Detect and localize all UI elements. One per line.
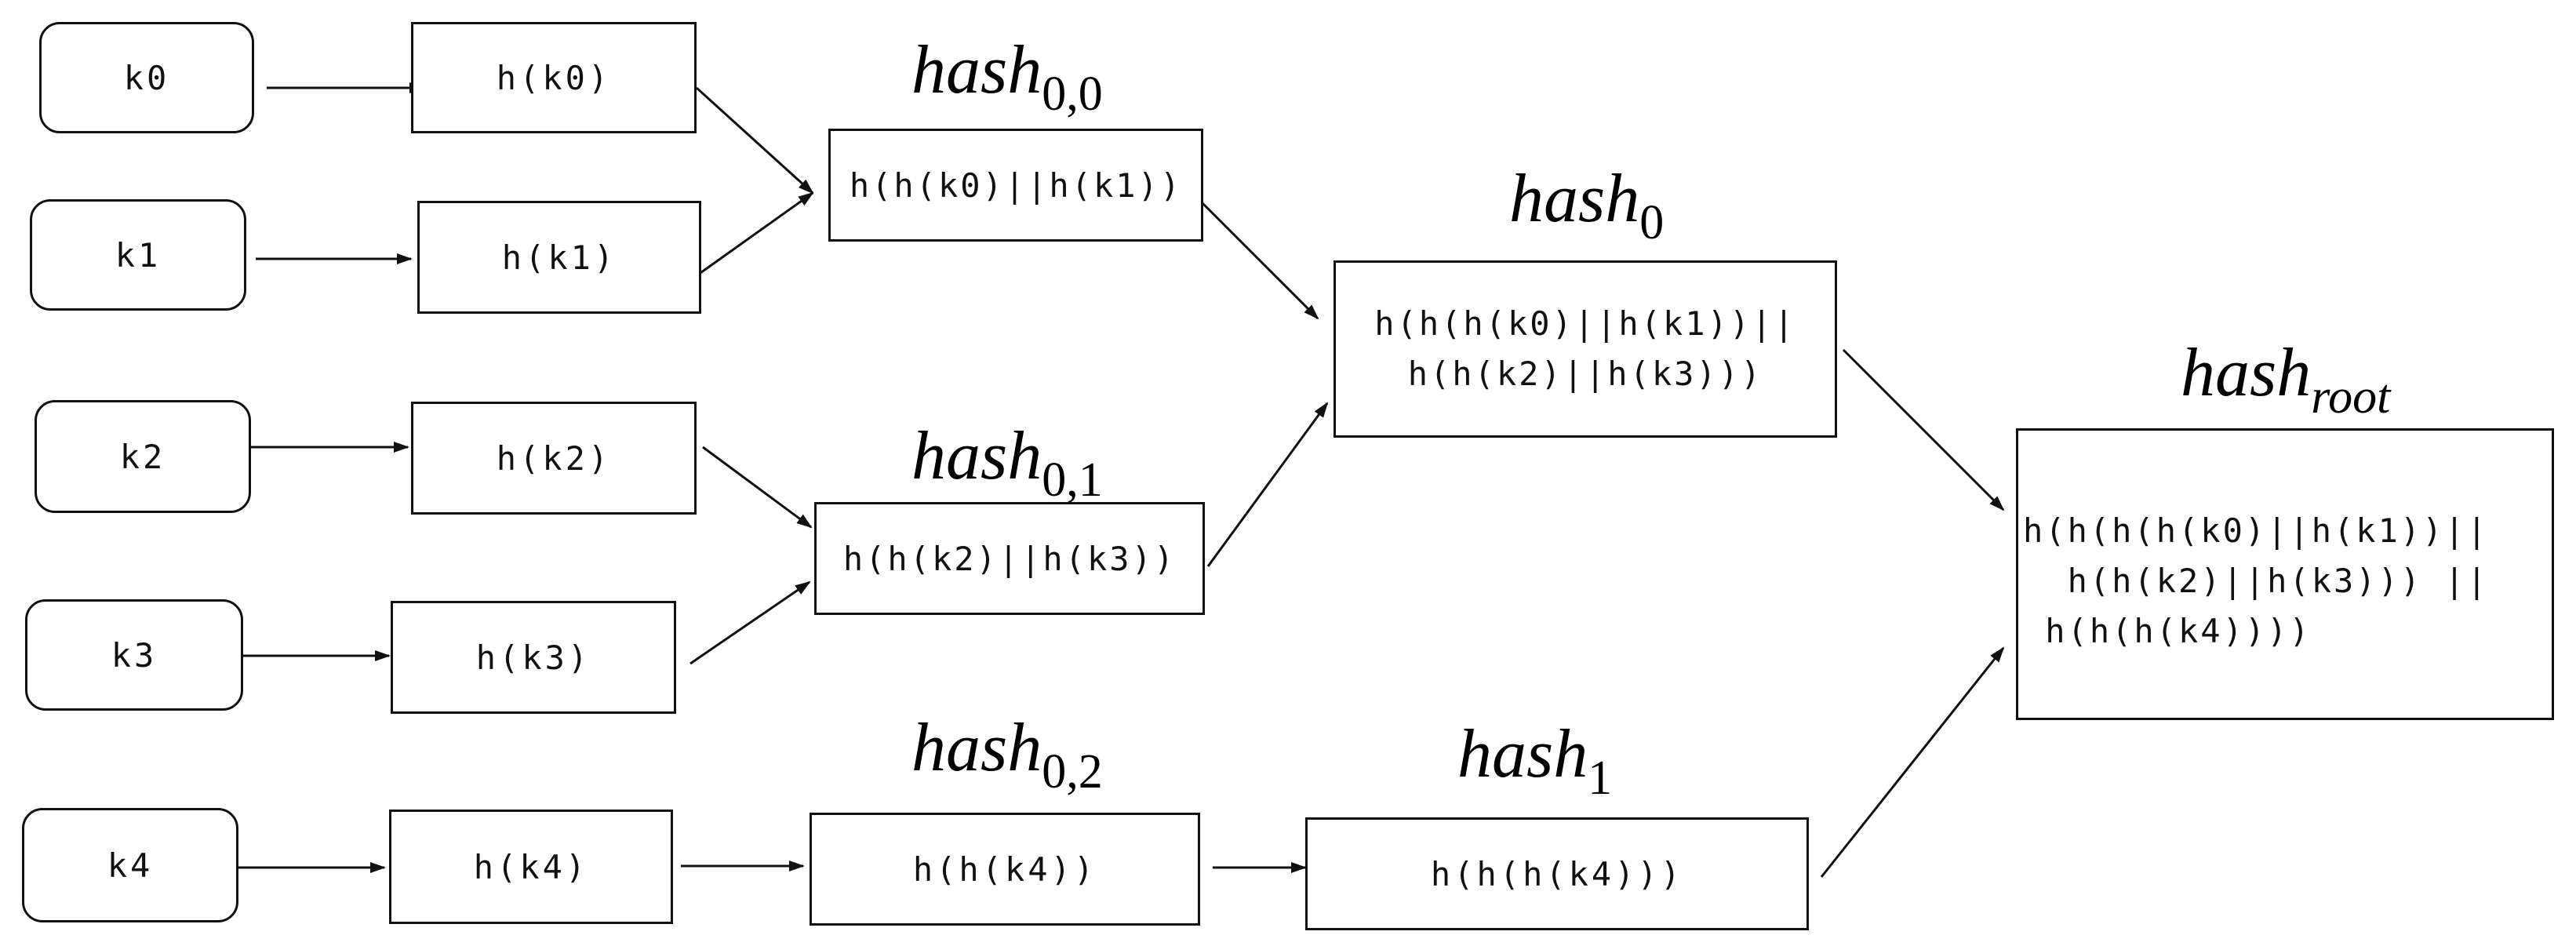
hash02-title-main: hash <box>911 710 1042 786</box>
root-title-main: hash <box>2181 335 2312 411</box>
leaf-hash-k2-node: h(k2) <box>411 402 697 515</box>
root-title: hashroot <box>2181 339 2391 424</box>
key-k1-node: k1 <box>30 199 246 311</box>
root-node: h(h(h(h(k0)||h(k1))|| h(h(k2)||h(k3))) |… <box>2016 428 2554 720</box>
arrow-hash00-to-hash0 <box>1199 199 1319 320</box>
key-k3-node: k3 <box>25 599 243 711</box>
arrow-hk1-to-hash00 <box>697 191 814 276</box>
hash02-content: h(h(k4)) <box>912 850 1097 889</box>
hash01-content: h(h(k2)||h(k3)) <box>842 539 1177 578</box>
arrow-hash01-to-hash0 <box>1206 402 1329 567</box>
leaf-hash-k0-label: h(k0) <box>496 58 612 97</box>
key-k0-label: k0 <box>123 58 170 97</box>
hash00-node: h(h(k0)||h(k1)) <box>828 129 1203 242</box>
hash00-content: h(h(k0)||h(k1)) <box>849 166 1183 205</box>
arrow-hk3-to-hash01 <box>689 580 811 665</box>
leaf-hash-k2-label: h(k2) <box>496 438 612 478</box>
key-k4-node: k4 <box>22 808 238 922</box>
hash0-content-line2: h(h(k2)||h(k3))) <box>1407 355 1763 393</box>
arrow-hash1-to-root <box>1820 646 2005 878</box>
leaf-hash-k4-label: h(k4) <box>473 847 589 886</box>
leaf-hash-k0-node: h(k0) <box>411 22 697 133</box>
hash1-title-main: hash <box>1457 716 1588 792</box>
hash02-title-sub: 0,2 <box>1042 745 1103 799</box>
leaf-hash-k4-node: h(k4) <box>389 810 673 924</box>
hash0-content-line1: h(h(h(k0)||h(k1))|| <box>1374 304 1796 343</box>
arrow-hk0-to-hash00 <box>695 86 814 195</box>
root-content-line2: h(h(k2)||h(k3))) || <box>2023 562 2490 600</box>
root-content-line3: h(h(h(k4)))) <box>2023 612 2312 650</box>
leaf-hash-k3-label: h(k3) <box>475 638 591 677</box>
hash01-title-sub: 0,1 <box>1042 453 1103 507</box>
hash01-title: hash0,1 <box>911 422 1103 507</box>
key-k2-node: k2 <box>35 400 251 513</box>
hash1-node: h(h(h(k4))) <box>1305 817 1809 930</box>
hash01-title-main: hash <box>911 418 1042 494</box>
key-k4-label: k4 <box>107 846 154 885</box>
leaf-hash-k3-node: h(k3) <box>391 601 676 714</box>
arrow-hash0-to-root <box>1842 348 2005 511</box>
hash1-title: hash1 <box>1457 720 1613 805</box>
hash0-node: h(h(h(k0)||h(k1))|| h(h(k2)||h(k3))) <box>1333 260 1837 438</box>
hash02-node: h(h(k4)) <box>810 813 1200 926</box>
hash1-content: h(h(h(k4))) <box>1430 854 1684 893</box>
leaf-hash-k1-label: h(k1) <box>501 238 617 277</box>
hash1-title-sub: 1 <box>1588 751 1613 805</box>
arrow-hk2-to-hash01 <box>702 446 813 529</box>
key-k3-label: k3 <box>111 635 158 675</box>
root-content-line1: h(h(h(h(k0)||h(k1))|| <box>2023 511 2490 550</box>
key-k0-node: k0 <box>39 22 254 133</box>
hash0-title-main: hash <box>1509 161 1640 237</box>
hash00-title: hash0,0 <box>911 36 1103 121</box>
hash0-title: hash0 <box>1509 165 1665 249</box>
hash00-title-main: hash <box>911 32 1042 108</box>
hash0-title-sub: 0 <box>1639 196 1665 249</box>
hash01-node: h(h(k2)||h(k3)) <box>814 502 1205 615</box>
key-k2-label: k2 <box>119 437 166 476</box>
hash00-title-sub: 0,0 <box>1042 67 1103 121</box>
leaf-hash-k1-node: h(k1) <box>417 201 701 314</box>
key-k1-label: k1 <box>115 235 162 275</box>
root-title-sub: root <box>2311 370 2391 424</box>
hash02-title: hash0,2 <box>911 714 1103 799</box>
